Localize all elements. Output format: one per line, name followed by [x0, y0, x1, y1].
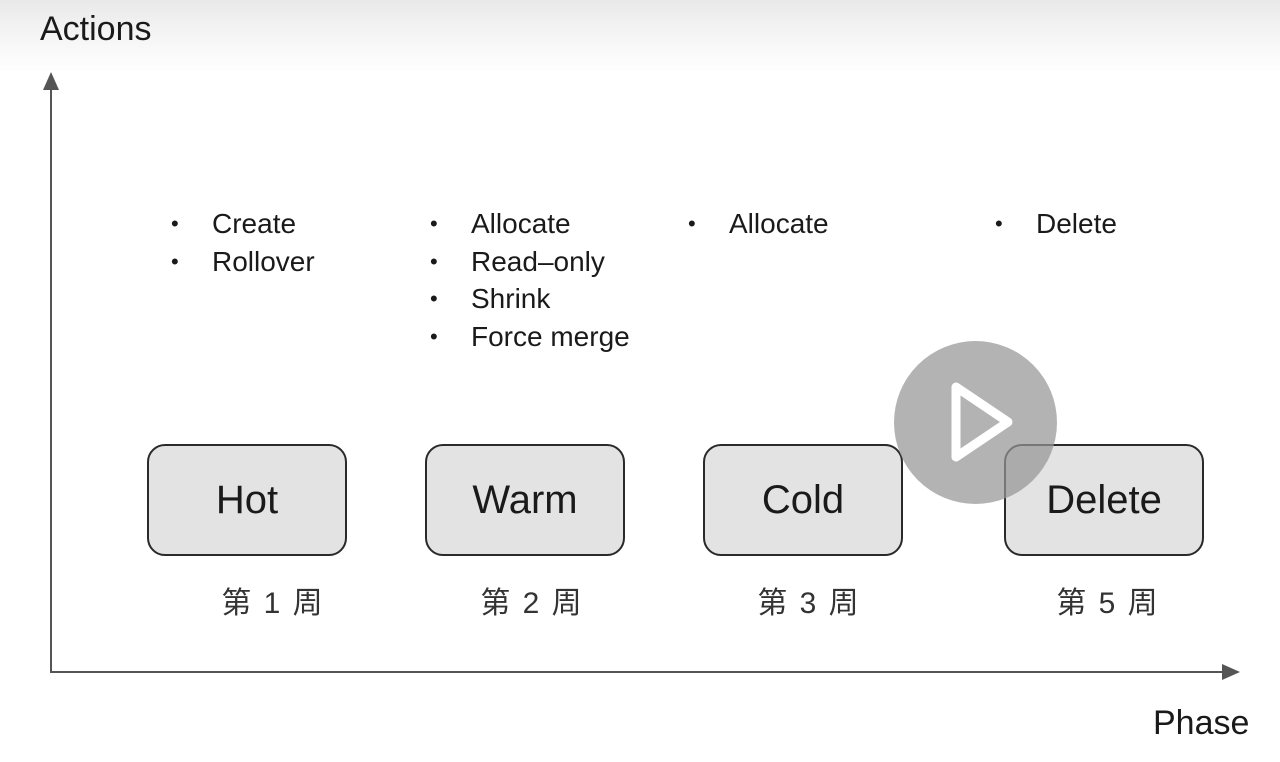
phase-week-warm: 第 2 周: [480, 587, 582, 620]
action-item: Force merge: [430, 318, 630, 356]
action-item: Delete: [995, 205, 1117, 243]
phase-box-warm: Warm: [425, 444, 625, 556]
y-axis-arrow: [43, 72, 59, 90]
phase-week-hot: 第 1 周: [221, 587, 323, 620]
x-axis-label: Phase: [1153, 704, 1250, 742]
top-header-band: [0, 0, 1280, 72]
phase-label: Delete: [1046, 477, 1162, 522]
actions-list-cold: Allocate: [688, 205, 829, 243]
actions-list-warm: Allocate Read–only Shrink Force merge: [430, 205, 630, 355]
action-item: Read–only: [430, 243, 630, 281]
phase-box-hot: Hot: [147, 444, 347, 556]
phase-week-delete: 第 5 周: [1056, 587, 1158, 620]
phase-label: Warm: [472, 477, 578, 522]
action-item: Rollover: [171, 243, 315, 281]
actions-list-delete: Delete: [995, 205, 1117, 243]
action-item: Shrink: [430, 280, 630, 318]
video-play-button[interactable]: [894, 341, 1057, 504]
x-axis-arrow: [1222, 664, 1240, 680]
action-item: Create: [171, 205, 315, 243]
action-item: Allocate: [430, 205, 630, 243]
actions-list-hot: Create Rollover: [171, 205, 315, 280]
phase-box-delete: Delete: [1004, 444, 1204, 556]
phase-week-cold: 第 3 周: [757, 587, 859, 620]
phase-label: Hot: [215, 477, 279, 522]
action-item: Allocate: [688, 205, 829, 243]
play-icon: [951, 382, 1013, 462]
phase-label: Cold: [761, 477, 845, 522]
y-axis-label: Actions: [40, 10, 152, 48]
phase-box-cold: Cold: [703, 444, 903, 556]
